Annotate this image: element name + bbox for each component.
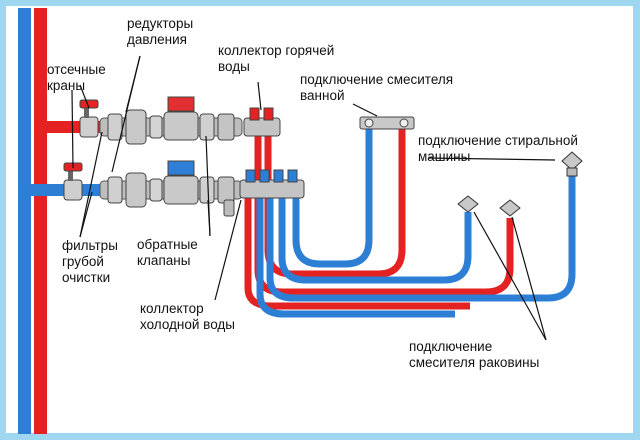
hot-shutoff-valve [79,99,99,138]
washing-machine-valve [561,151,583,177]
sink-mixer-valves [457,195,521,217]
label-sink-mixer: подключение смесителя раковины [409,339,540,370]
label-hot-collector: коллектор горячей воды [218,43,335,74]
cold-distribution-pipes [256,128,576,318]
label-coarse-filters: фильтры грубой очистки [62,238,118,285]
cold-riser [18,8,31,434]
cold-water-meter [163,160,199,205]
hot-water-meter [163,96,199,141]
label-cold-collector: коллектор холодной воды [140,301,235,332]
bath-mixer-fixture [359,116,415,130]
cold-collector-body [239,169,305,199]
label-shutoff-valves: отсечные краны [47,62,106,93]
hot-collector-body [243,107,281,137]
label-pressure-reducers: редукторы давления [127,16,194,47]
hot-riser [34,8,47,434]
label-bath-mixer: подключение смесителя ванной [300,72,454,103]
label-check-valves: обратные клапаны [137,237,198,268]
leader-lines [71,55,556,341]
hot-line-fittings [99,109,243,145]
label-washing-machine: подключение стиральной машины [418,133,578,164]
cold-shutoff-valve [63,162,83,201]
